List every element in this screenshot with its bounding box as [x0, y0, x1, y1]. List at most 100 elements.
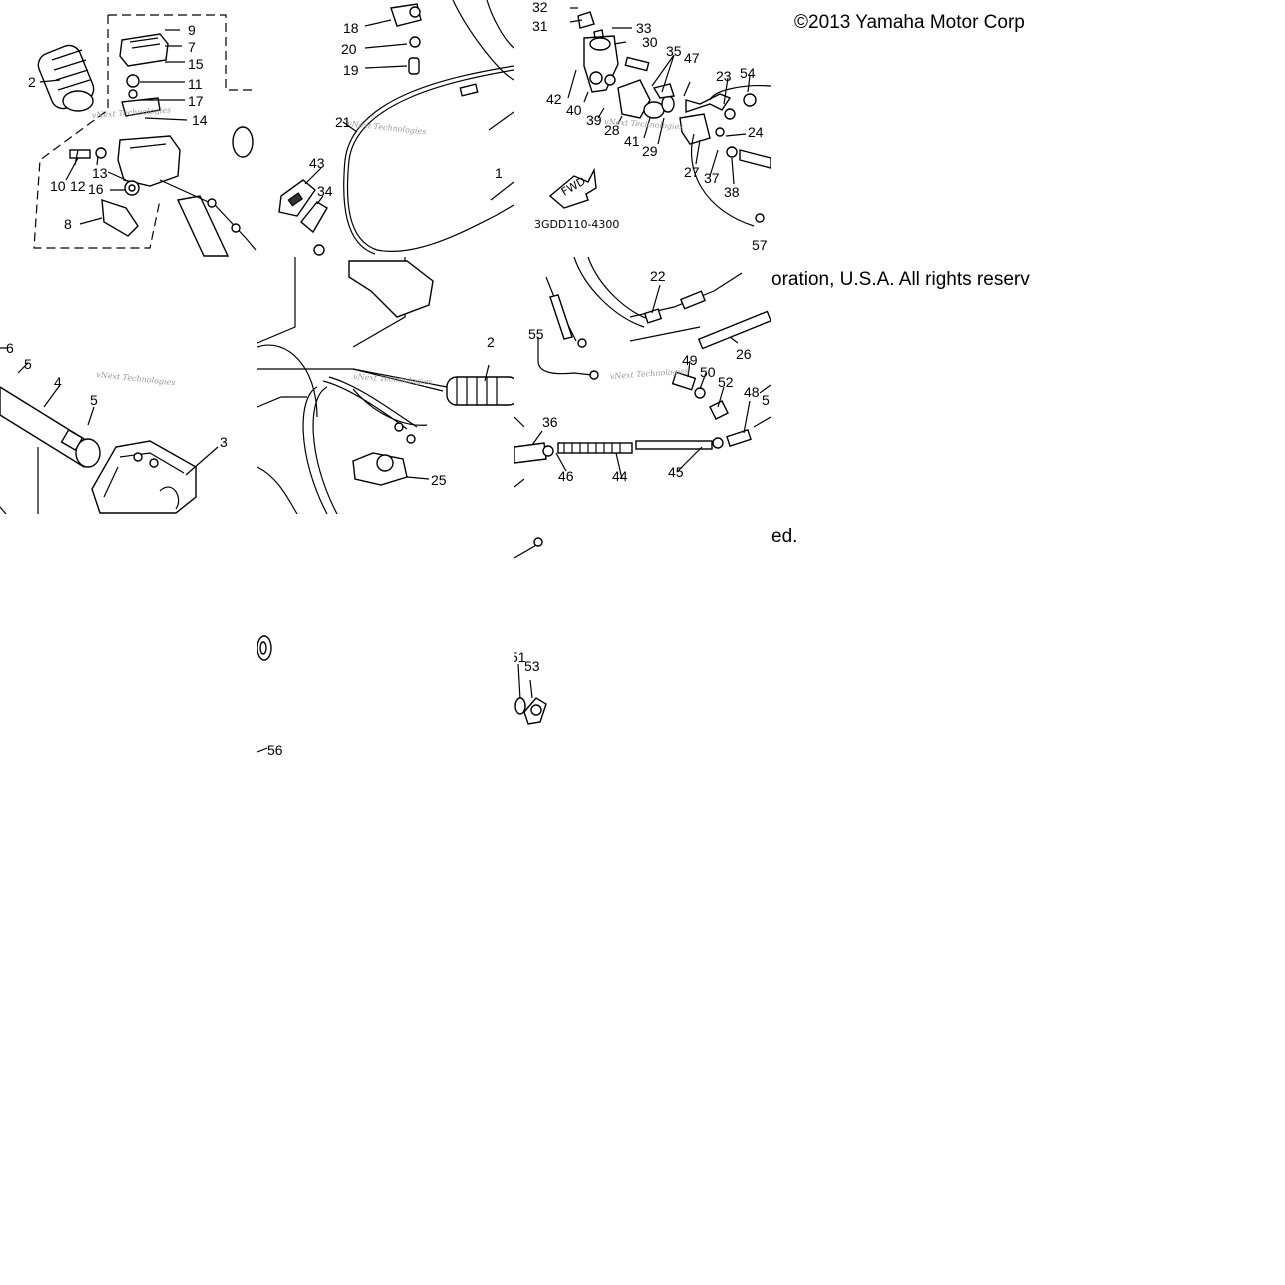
diagram-stroke — [671, 371, 697, 391]
diagram-stroke — [346, 69, 514, 252]
diagram-stroke — [342, 121, 358, 133]
diagram-stroke — [589, 37, 611, 51]
diagram-stroke — [108, 14, 256, 91]
callout-label: 39 — [586, 112, 602, 128]
diagram-stroke — [549, 294, 573, 340]
diagram-stroke — [661, 95, 675, 113]
callout-label: 7 — [188, 39, 196, 55]
callout-label: 33 — [636, 20, 652, 36]
callout-label: 38 — [724, 184, 740, 200]
diagram-stroke — [348, 260, 434, 318]
diagram-stroke — [408, 57, 420, 75]
diagram-stroke — [302, 386, 338, 514]
callout-label: 55 — [528, 326, 544, 342]
diagram-stroke — [133, 452, 143, 462]
callout-label: 52 — [718, 374, 734, 390]
diagram-stroke — [128, 184, 136, 192]
callout-label: 28 — [604, 122, 620, 138]
diagram-stroke — [577, 11, 595, 29]
diagram-stroke — [726, 428, 752, 448]
diagram-stroke — [635, 440, 713, 450]
diagram-stroke — [557, 442, 633, 454]
diagram-stroke — [456, 377, 498, 405]
callout-label: 37 — [704, 170, 720, 186]
callout-label: 2 — [487, 334, 495, 350]
diagram-stroke — [514, 697, 526, 715]
diagram-stroke — [531, 284, 751, 480]
callout-label: 24 — [748, 124, 764, 140]
diagram-stroke — [577, 338, 587, 348]
callout-label: 29 — [642, 143, 658, 159]
watermark-text: vNext Technologies — [353, 372, 433, 387]
diagram-stroke — [60, 428, 84, 452]
callout-label: 3 — [220, 434, 228, 450]
diagram-stroke — [95, 147, 107, 159]
diagram-stroke — [0, 506, 7, 514]
diagram-stroke — [604, 74, 616, 86]
callout-label: 53 — [524, 658, 540, 674]
watermark-text: vNext Technologies — [347, 119, 427, 136]
diagram-tile-handlebar: 6 5 4 5 3 vNext Technologies — [0, 257, 257, 514]
diagram-stroke — [352, 388, 428, 426]
diagram-stroke — [709, 400, 729, 420]
diagram-stroke — [624, 56, 650, 72]
callout-label: 57 — [752, 237, 768, 253]
diagram-stroke — [680, 290, 706, 310]
callout-label: 2 — [28, 74, 36, 90]
grip-part — [37, 44, 95, 112]
callout-label: 25 — [431, 472, 447, 488]
diagram-stroke — [159, 486, 180, 510]
diagram-stroke — [739, 149, 771, 169]
callout-label: 8 — [64, 216, 72, 232]
diagram-stroke — [533, 537, 543, 547]
diagram-stroke — [629, 326, 701, 342]
diagram-stroke — [755, 213, 765, 223]
callout-label: 36 — [542, 414, 558, 430]
callout-label: 16 — [88, 181, 104, 197]
diagram-stroke — [257, 747, 268, 753]
callout-label: 40 — [566, 102, 582, 118]
diagram-stroke — [257, 344, 318, 418]
diagram-stroke — [259, 641, 267, 655]
diagram-stroke — [176, 195, 230, 257]
diagram-stroke — [715, 127, 725, 137]
callout-label: 50 — [700, 364, 716, 380]
diagram-stroke — [709, 85, 771, 101]
callout-label: 1 — [495, 165, 503, 181]
diagram-stroke — [567, 7, 751, 185]
diagram-stroke — [352, 368, 448, 388]
diagram-stroke — [685, 93, 732, 113]
diagram-stroke — [101, 198, 139, 237]
diagram-tile-bracket: 56 — [257, 514, 514, 771]
callout-label: 54 — [740, 65, 756, 81]
callout-label: 30 — [642, 34, 658, 50]
callout-label: 44 — [612, 468, 628, 484]
diagram-stroke — [517, 663, 521, 701]
diagram-stroke — [300, 201, 328, 234]
watermark-text: vNext Technologies — [92, 105, 172, 120]
callout-label: 46 — [558, 468, 574, 484]
diagram-stroke — [69, 149, 91, 159]
diagram-stroke — [542, 445, 554, 457]
diagram-stroke — [514, 543, 539, 559]
copyright-text: oration, U.S.A. All rights reserv — [771, 269, 1030, 290]
callout-label: 49 — [682, 352, 698, 368]
diagram-stroke — [490, 181, 514, 201]
callout-label: 23 — [716, 68, 732, 84]
callout-label: 15 — [188, 56, 204, 72]
callout-label: 6 — [6, 340, 14, 356]
callout-label: 22 — [650, 268, 666, 284]
diagram-tile-grip-cables: 2 25 vNext Technologies — [257, 257, 514, 514]
callout-label: 9 — [188, 22, 196, 38]
diagram-stroke — [149, 458, 159, 468]
callout-label: 32 — [532, 0, 548, 15]
diagram-stroke — [232, 126, 254, 158]
callout-label: 45 — [668, 464, 684, 480]
diagram-stroke — [287, 192, 304, 207]
diagram-stroke — [743, 93, 757, 107]
diagram-stroke — [589, 370, 599, 380]
callout-label: 18 — [343, 20, 359, 36]
diagram-stroke — [486, 0, 514, 49]
callout-label: 43 — [309, 155, 325, 171]
diagram-stroke — [257, 466, 298, 514]
